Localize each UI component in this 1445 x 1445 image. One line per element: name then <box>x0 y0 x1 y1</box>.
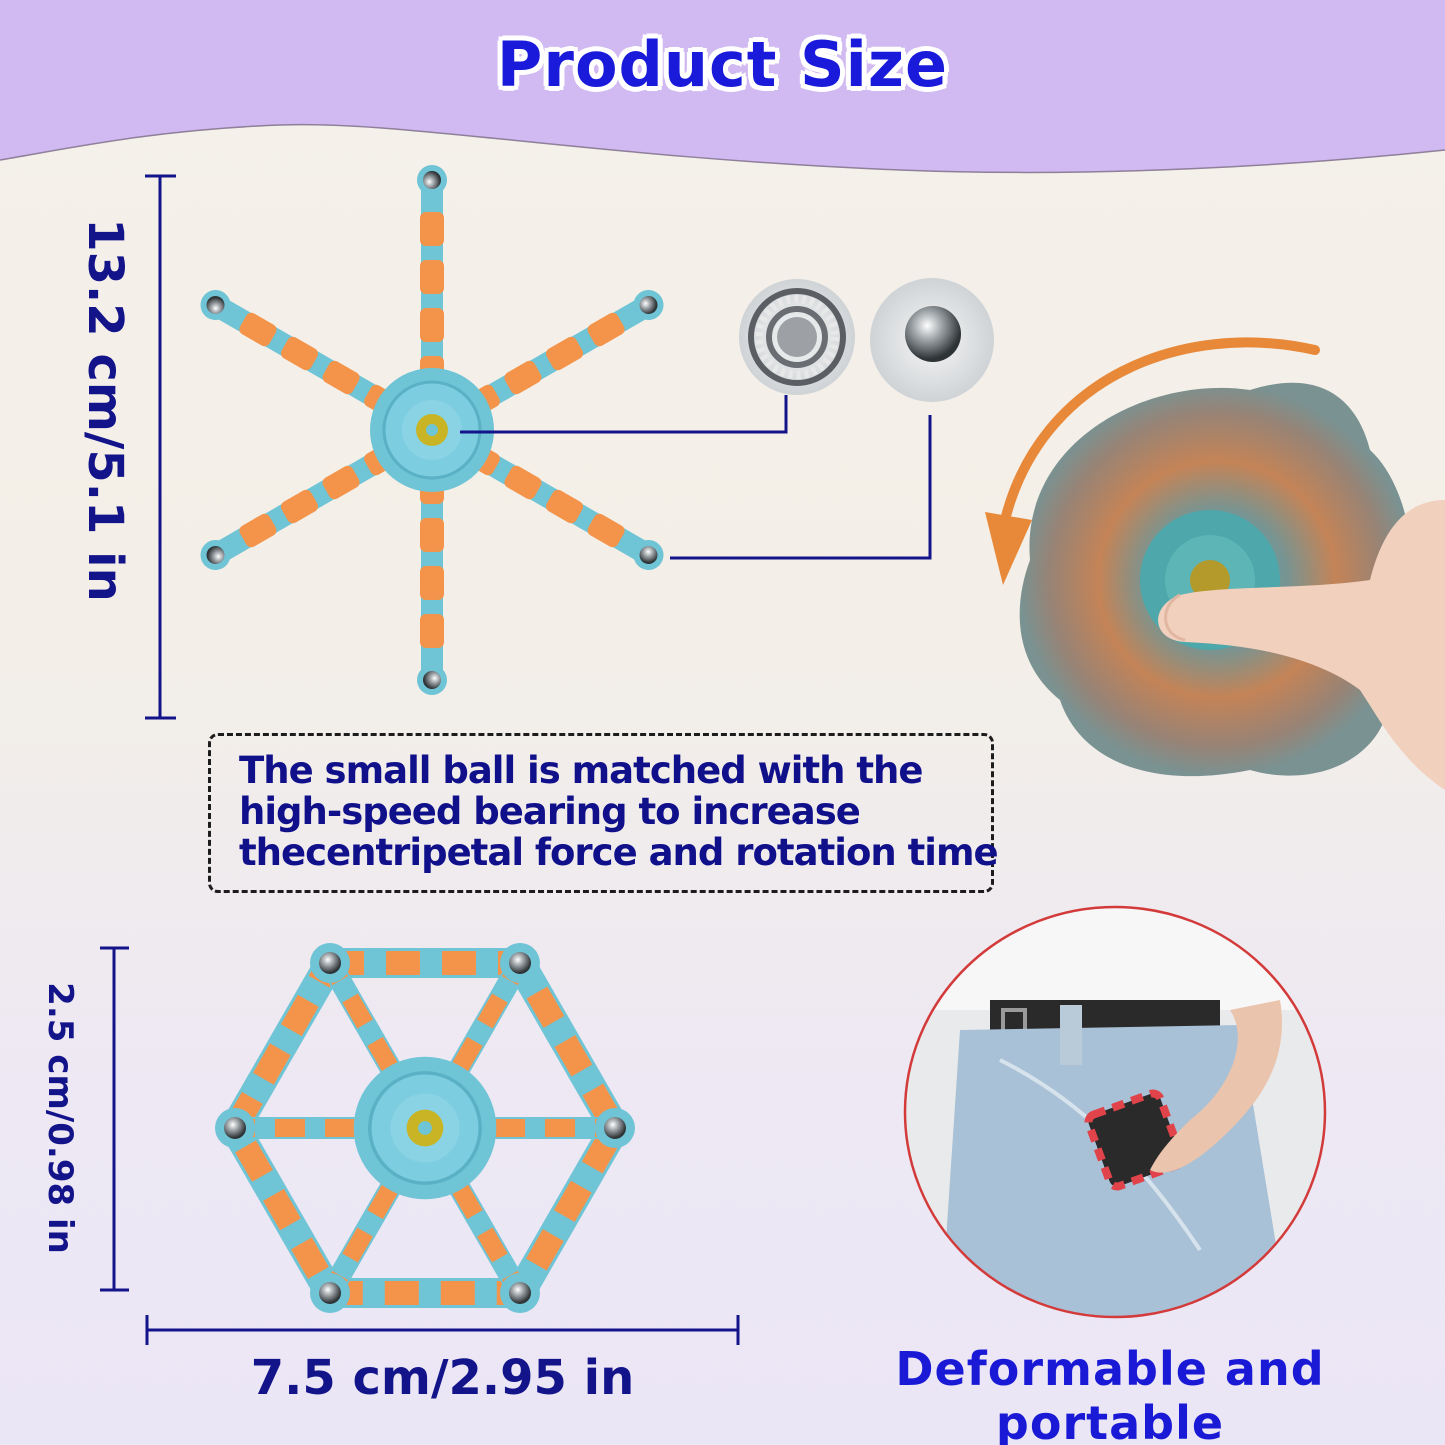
steel-ball-icon <box>870 278 994 402</box>
info-line: thecentripetal force and rotation time <box>239 831 999 874</box>
page-title: Product Size <box>496 28 949 101</box>
spinning-toy-photo <box>1020 380 1445 790</box>
feature-info-box: The small ball is matched with the high-… <box>208 733 999 893</box>
info-line: The small ball is matched with the <box>239 749 923 792</box>
expanded-spinner-photo <box>185 165 685 720</box>
bearing-icon <box>739 279 855 395</box>
thickness-dimension-label: 2.5 cm/0.98 in <box>40 982 80 1254</box>
info-line: high-speed bearing to increase <box>239 790 861 833</box>
portable-caption: Deformable and portable <box>895 1342 1325 1445</box>
pocket-photo <box>905 905 1325 1320</box>
width-dimension-label: 7.5 cm/2.95 in <box>250 1350 635 1406</box>
height-dimension-label: 13.2 cm/5.1 in <box>77 218 133 602</box>
folded-spinner-photo <box>210 935 640 1320</box>
